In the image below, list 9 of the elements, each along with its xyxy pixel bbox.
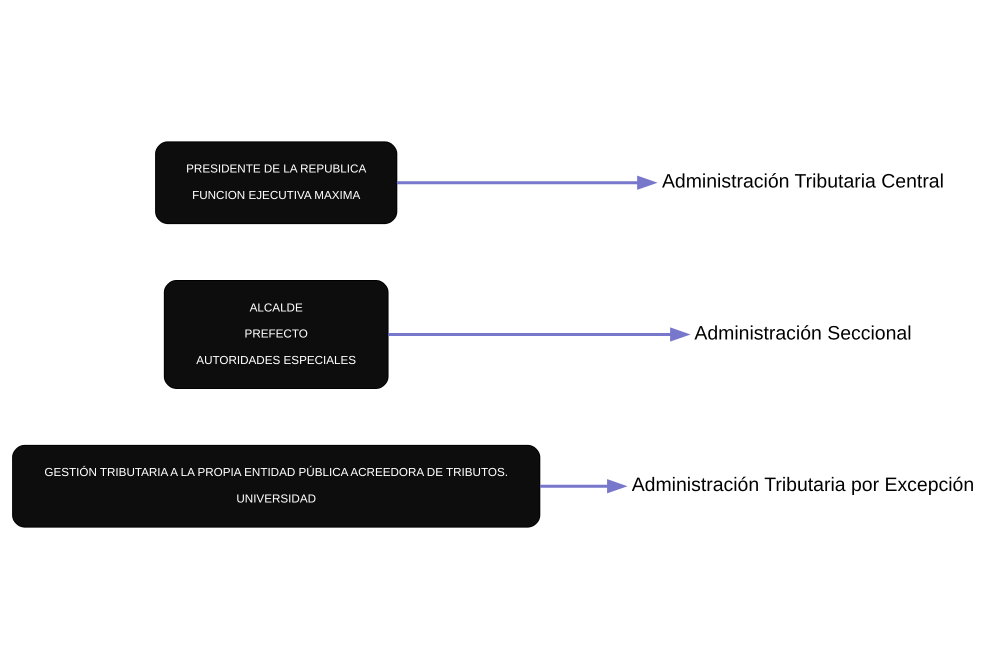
arrow [396, 176, 658, 190]
arrow [540, 479, 628, 494]
node-text: Administración Seccional [694, 322, 912, 344]
arrow [388, 327, 691, 342]
node-text: Administración Tributaria por Excepción [632, 474, 974, 496]
node-box: ALCALDE PREFECTO AUTORIDADES ESPECIALES [164, 280, 389, 389]
node-text: Administración Tributaria Central [662, 170, 944, 193]
node-box: GESTIÓN TRIBUTARIA A LA PROPIA ENTIDAD PÚBLICA ACREEDORA DE TRIBUTOS. UNIVERSIDAD [12, 444, 540, 528]
node-box: PRESIDENTE DE LA REPUBLICA FUNCION EJECUTIVA MAXIMA [155, 141, 398, 224]
